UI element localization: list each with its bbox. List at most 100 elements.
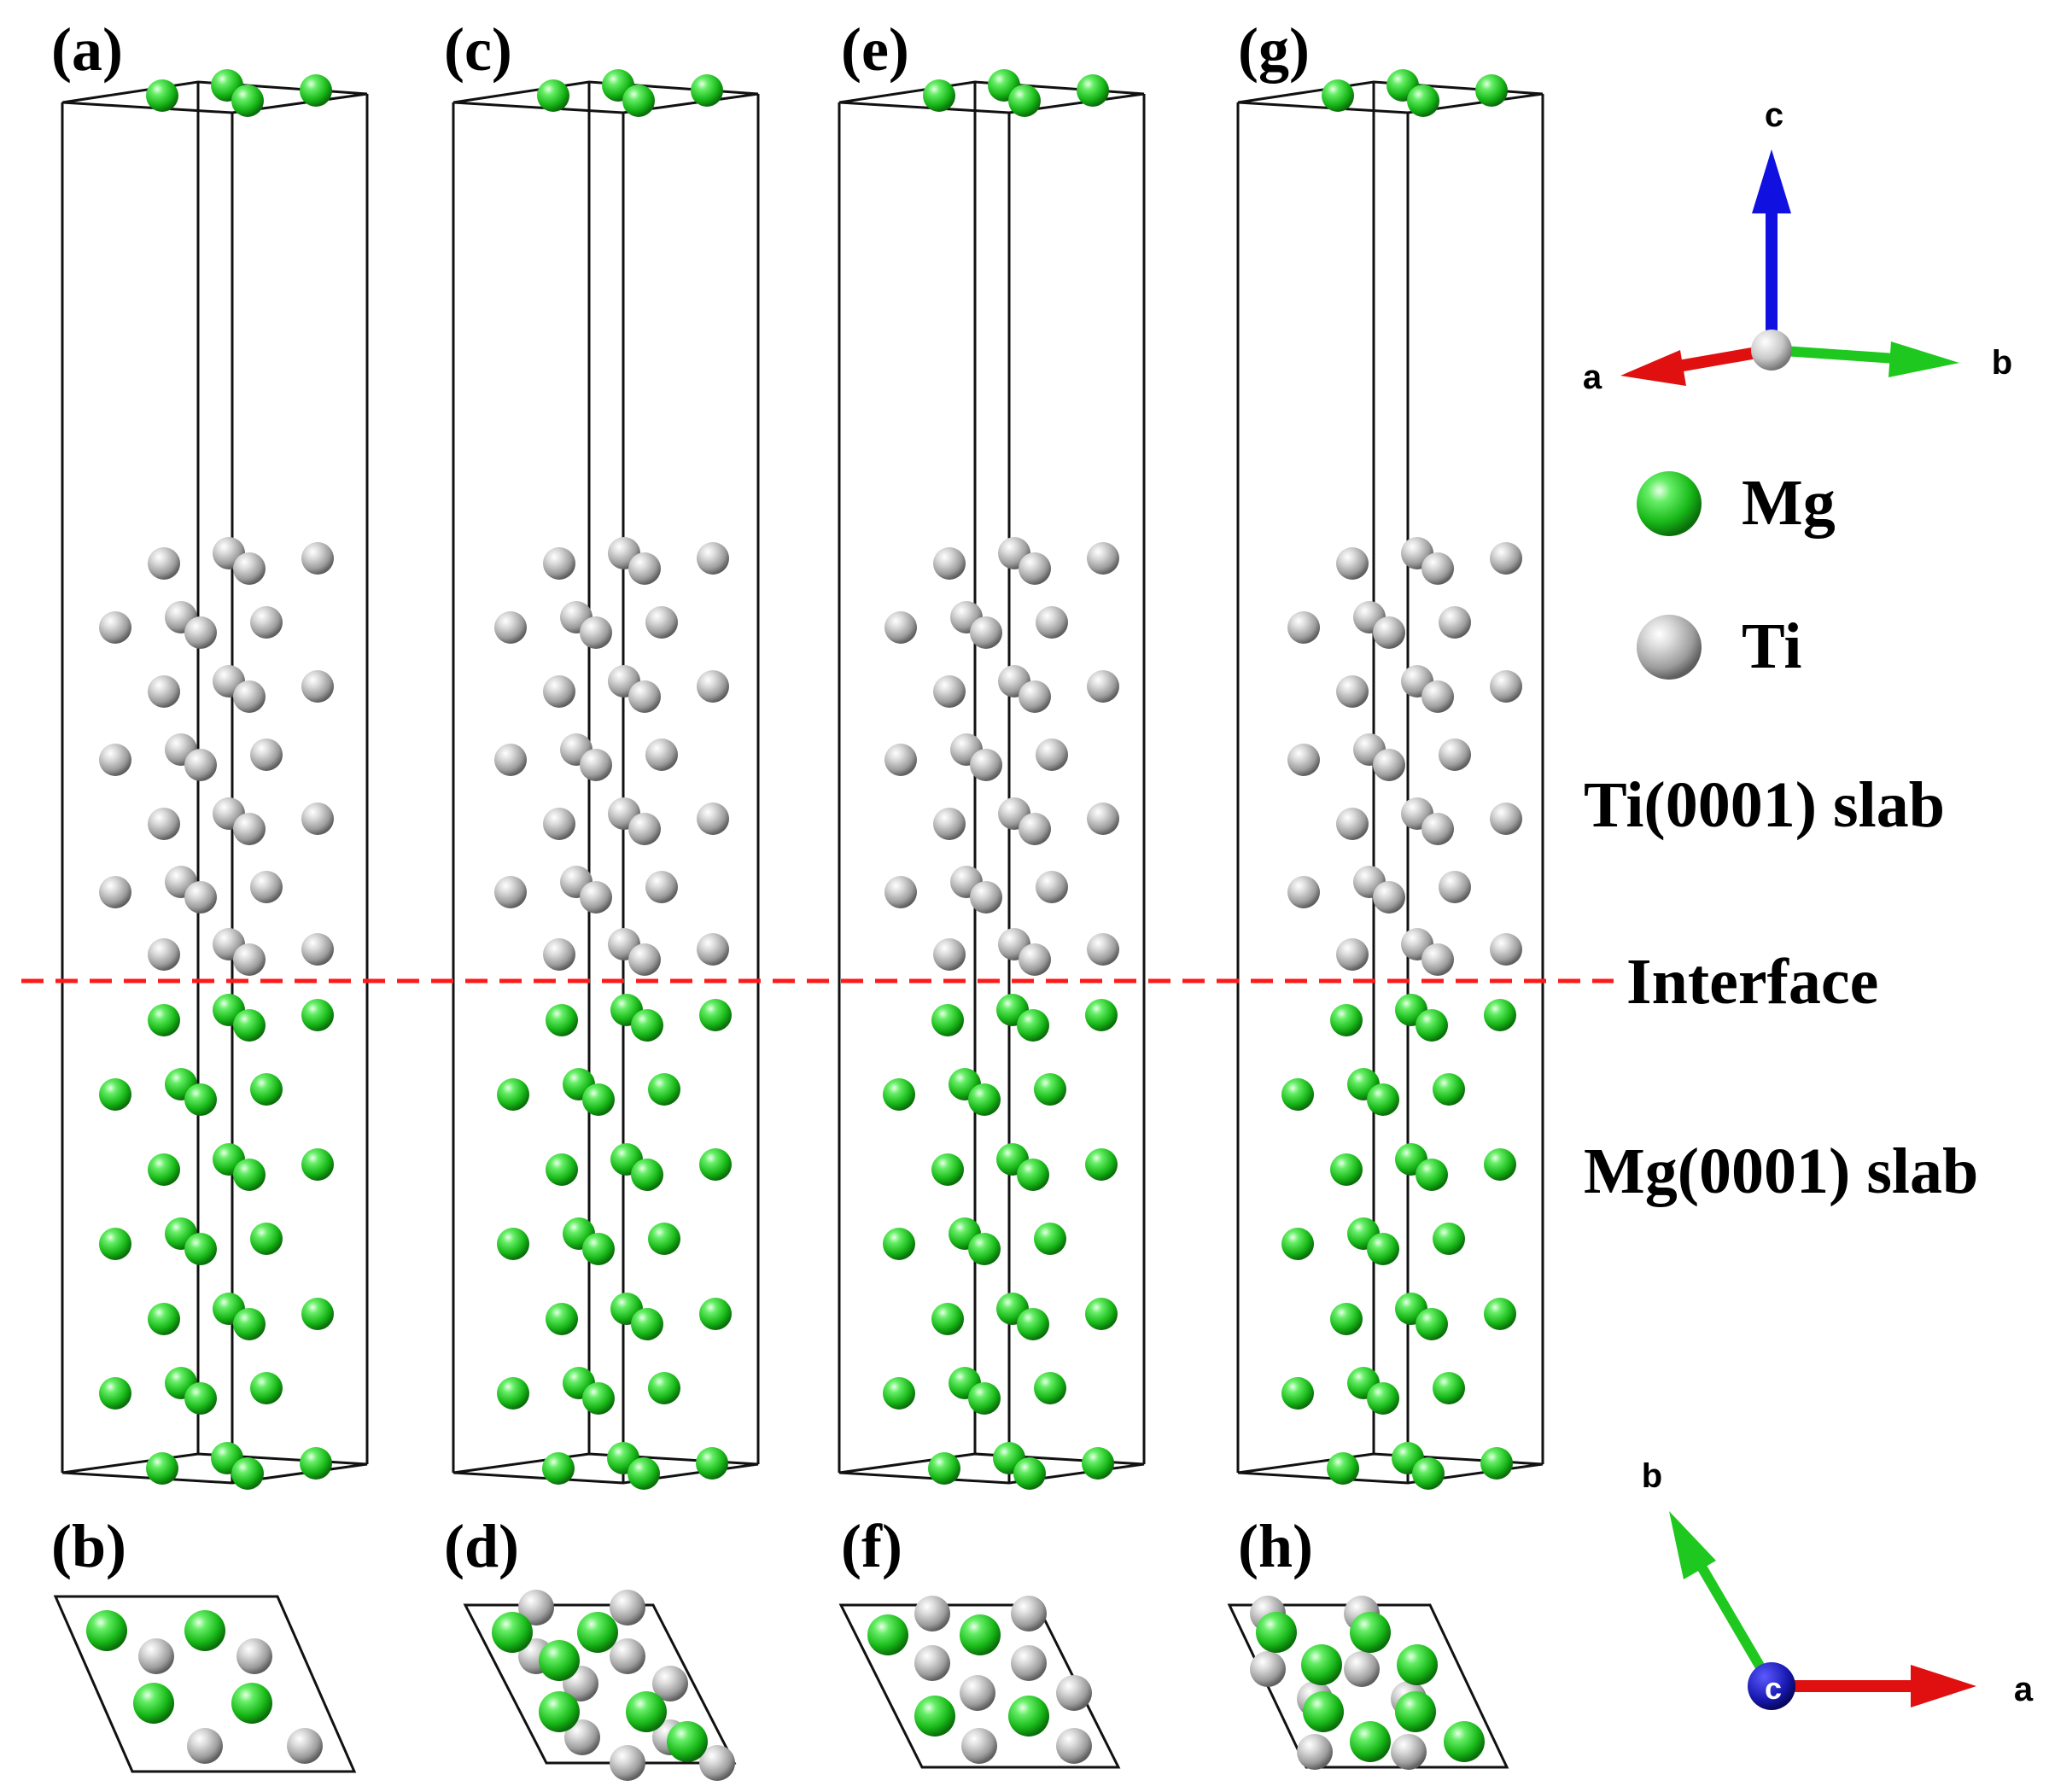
ti-atom <box>652 1666 688 1702</box>
mg-atom <box>492 1612 533 1653</box>
mg-atom <box>546 1153 578 1186</box>
ti-atom <box>580 616 612 649</box>
mg-atom <box>1367 1083 1399 1116</box>
mg-atom <box>931 1004 964 1036</box>
mg-atom <box>1330 1303 1363 1335</box>
axis-c-origin-icon <box>1748 1662 1795 1710</box>
ti-atom <box>99 744 131 776</box>
ti-atom <box>628 552 661 585</box>
mg-atom <box>691 74 723 107</box>
mg-atom <box>1322 79 1354 112</box>
ti-atom <box>933 675 966 708</box>
ti-atom <box>494 611 527 644</box>
ti-atom <box>628 680 661 713</box>
mg-atom <box>1085 1148 1118 1181</box>
mg-atom <box>301 1148 334 1181</box>
ti-atom <box>543 547 575 580</box>
mg-atom <box>1397 1644 1438 1685</box>
mg-atom <box>699 999 732 1031</box>
ti-atom <box>301 803 334 835</box>
ti-atom <box>960 1675 995 1711</box>
mg-atom <box>148 1303 180 1335</box>
ti-atom <box>699 1745 735 1781</box>
mg-atom <box>1327 1452 1359 1485</box>
ti-atom <box>1019 680 1051 713</box>
ti-atom <box>494 744 527 776</box>
panel-label-g: (g) <box>1238 15 1310 84</box>
mg-atom <box>628 1457 660 1490</box>
top-view-3 <box>1227 1596 1509 1770</box>
mg-atom <box>968 1083 1001 1116</box>
ti-atom <box>250 606 283 639</box>
ti-atom <box>1336 808 1369 840</box>
mg-atom <box>1433 1372 1465 1404</box>
ti-atom <box>645 738 678 771</box>
mg-atom <box>184 1233 217 1265</box>
legend-mg-icon <box>1637 471 1702 536</box>
axis-c-label: c <box>1765 96 1783 134</box>
mg-atom <box>931 1303 964 1335</box>
ti-atom <box>233 813 266 845</box>
legend-mg-label: Mg <box>1742 467 1836 539</box>
ti-atom <box>914 1596 950 1631</box>
axis-b-shaft <box>1771 345 1896 364</box>
ti-atom <box>610 1745 645 1781</box>
mg-atom <box>250 1372 283 1404</box>
mg-atom <box>1281 1377 1314 1410</box>
ti-atom <box>580 749 612 781</box>
mg-atom <box>699 1148 732 1181</box>
mg-atom <box>648 1223 680 1255</box>
ti-atom <box>543 938 575 971</box>
mg-atom <box>1330 1004 1363 1036</box>
mg-atom <box>1281 1228 1314 1260</box>
panel-label-b: (b) <box>51 1512 126 1580</box>
ti-atom <box>1019 943 1051 976</box>
ti-atom <box>1087 803 1119 835</box>
supercell-0 <box>61 69 369 1490</box>
ti-atom <box>1439 738 1471 771</box>
mg-atom <box>231 85 264 117</box>
ti-atom <box>697 933 729 966</box>
ti-atom <box>697 803 729 835</box>
ti-atom <box>250 738 283 771</box>
ti-atom <box>233 680 266 713</box>
ti-atom <box>250 871 283 903</box>
ti-atom <box>1087 670 1119 703</box>
ti-atom <box>1336 547 1369 580</box>
mg-atom <box>539 1640 580 1681</box>
mg-atom <box>1350 1721 1391 1762</box>
ti-atom <box>628 943 661 976</box>
ti-atom <box>138 1638 174 1674</box>
mg-atom <box>133 1683 174 1724</box>
panel-label-a: (a) <box>51 15 123 84</box>
mg-atom <box>1008 1696 1049 1737</box>
top-view-0 <box>53 1595 357 1773</box>
ti-atom <box>233 552 266 585</box>
axis-triad-top-view: c a b <box>1642 1457 2034 1710</box>
mg-atom <box>546 1303 578 1335</box>
mg-atom <box>928 1452 960 1485</box>
ti-atom <box>884 876 917 908</box>
ti-atom <box>543 675 575 708</box>
mg-atom <box>1303 1691 1344 1732</box>
mg-atom <box>968 1233 1001 1265</box>
axis-b-shaft-top <box>1694 1559 1777 1690</box>
mg-atom <box>883 1078 915 1111</box>
mg-atom <box>1444 1721 1485 1762</box>
mg-atom <box>883 1377 915 1410</box>
supercell-group <box>61 69 1544 1490</box>
axis-a-label-top: a <box>2014 1671 2034 1708</box>
axis-b-label-top: b <box>1642 1457 1662 1495</box>
mg-atom <box>968 1382 1001 1415</box>
mg-atom <box>250 1223 283 1255</box>
ti-atom <box>1391 1734 1427 1770</box>
axis-a-label: a <box>1583 359 1602 396</box>
ti-slab-label: Ti(0001) slab <box>1584 769 1945 841</box>
ti-atom <box>1421 680 1454 713</box>
axis-triad-side: c a b <box>1583 96 2012 396</box>
mg-atom <box>301 999 334 1031</box>
ti-atom <box>1490 803 1522 835</box>
ti-atom <box>301 933 334 966</box>
mg-atom <box>231 1457 264 1490</box>
